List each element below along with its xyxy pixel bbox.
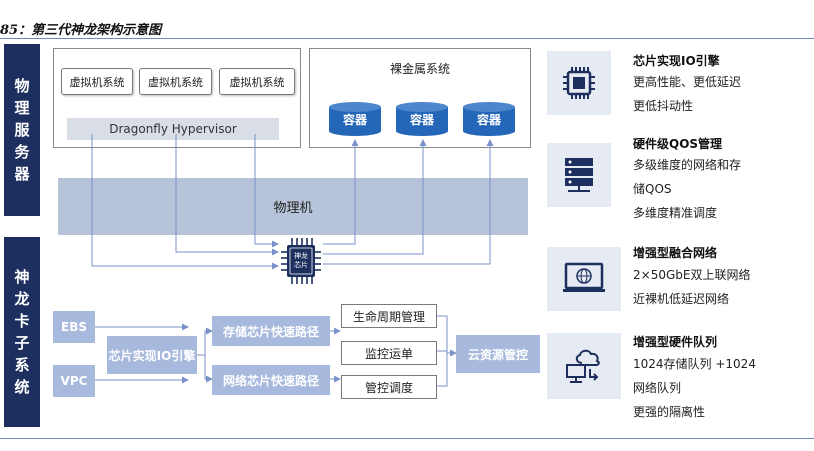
container-1: 容器 xyxy=(329,102,381,136)
feature-1-line-2: 更低抖动性 xyxy=(633,99,694,113)
side-label-physical-server-text: 物理服务器 xyxy=(14,77,30,183)
figure-title: 85：第三代神龙架构示意图 xyxy=(0,23,162,38)
container-cylinder-icon xyxy=(396,102,448,136)
ebs-box: EBS xyxy=(53,311,95,343)
feature-3-line-1: 2×50GbE双上联网络 xyxy=(633,268,751,282)
feature-4-title: 增强型硬件队列 xyxy=(633,335,718,349)
container-3-label: 容器 xyxy=(476,113,501,127)
side-label-physical-server: 物理服务器 xyxy=(4,44,40,216)
lifecycle-management-box: 生命周期管理 xyxy=(341,304,437,328)
container-cylinder-icon xyxy=(463,102,515,136)
vpc-box: VPC xyxy=(53,365,95,397)
storage-fast-path-box: 存储芯片快速路径 xyxy=(212,316,330,346)
feature-1-title: 芯片实现IO引擎 xyxy=(633,54,720,68)
feature-4-line-2: 网络队列 xyxy=(633,381,682,395)
feature-4-icon-tile xyxy=(547,333,621,399)
hypervisor-bar: Dragonfly Hypervisor xyxy=(67,118,279,140)
feature-3-icon-tile xyxy=(547,247,621,311)
container-2: 容器 xyxy=(396,102,448,136)
container-1-label: 容器 xyxy=(342,113,367,127)
feature-2-line-3: 多维度精准调度 xyxy=(633,206,718,220)
physical-machine-band: 物理机 xyxy=(58,178,528,235)
side-label-shenlong-card: 神龙卡子系统 xyxy=(4,237,40,427)
container-2-label: 容器 xyxy=(409,113,434,127)
cloud-computer-icon xyxy=(566,349,600,383)
vm-system-3: 虚拟机系统 xyxy=(219,68,295,95)
feature-2-title: 硬件级QOS管理 xyxy=(633,137,723,151)
container-3: 容器 xyxy=(463,102,515,136)
vm-system-2: 虚拟机系统 xyxy=(139,68,212,95)
top-rule xyxy=(0,38,814,39)
io-engine-box: 芯片实现IO引擎 xyxy=(107,336,197,374)
network-fast-path-box: 网络芯片快速路径 xyxy=(212,365,330,395)
feature-1-icon-tile xyxy=(547,51,611,115)
side-label-shenlong-card-text: 神龙卡子系统 xyxy=(14,268,30,396)
container-cylinder-icon xyxy=(329,102,381,136)
cloud-resource-control-box: 云资源管控 xyxy=(456,335,540,373)
monitoring-box: 监控运单 xyxy=(341,341,437,365)
feature-2-icon-tile xyxy=(547,143,611,207)
cpu-chip-icon xyxy=(563,67,595,99)
chip-icon xyxy=(281,238,321,284)
control-scheduling-box: 管控调度 xyxy=(341,375,437,399)
vm-system-1: 虚拟机系统 xyxy=(61,68,133,95)
feature-2-line-2: 储QOS xyxy=(633,182,672,196)
bare-metal-title: 裸金属系统 xyxy=(389,62,450,76)
network-monitor-icon xyxy=(563,262,605,292)
feature-3-line-2: 近裸机低延迟网络 xyxy=(633,292,730,306)
feature-2-line-1: 多级维度的网络和存 xyxy=(633,158,742,172)
feature-3-title: 增强型融合网络 xyxy=(633,246,718,260)
feature-1-line-1: 更高性能、更低延迟 xyxy=(633,75,742,89)
bottom-rule xyxy=(0,438,814,439)
shenlong-chip: 神龙 芯片 xyxy=(279,236,323,286)
server-rack-icon xyxy=(565,158,593,192)
feature-4-line-3: 更强的隔离性 xyxy=(633,405,706,419)
feature-4-line-1: 1024存储队列 +1024 xyxy=(633,357,756,371)
chip-label: 神龙 芯片 xyxy=(294,252,308,269)
